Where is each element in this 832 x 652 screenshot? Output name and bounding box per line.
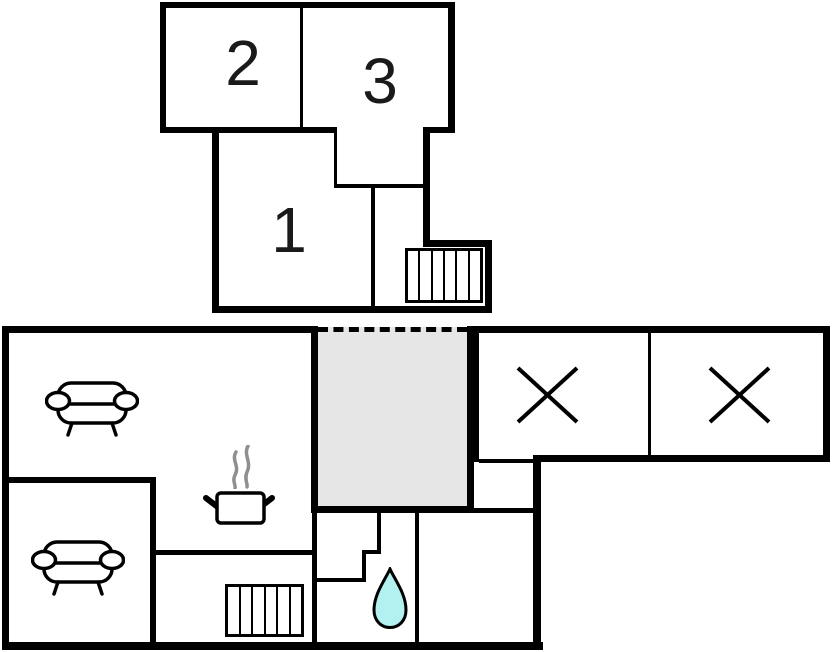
wall <box>479 459 539 463</box>
wall <box>535 455 830 462</box>
wall <box>2 326 9 650</box>
wall <box>312 513 317 643</box>
wall <box>156 550 316 555</box>
wall <box>377 510 381 554</box>
wall <box>9 477 156 483</box>
wall <box>474 508 535 513</box>
room-label-2: 2 <box>225 27 261 99</box>
sofa-icon <box>31 540 125 596</box>
sofa-icon <box>45 381 139 437</box>
wall <box>311 326 318 513</box>
wall <box>823 326 830 462</box>
wall <box>485 240 492 313</box>
wall <box>448 2 455 133</box>
steam-icon <box>232 445 251 489</box>
cross-icon <box>516 366 579 424</box>
staircase-icon <box>405 248 483 303</box>
wall <box>212 306 492 313</box>
staircase-icon <box>225 584 304 637</box>
wall <box>160 2 166 133</box>
wall <box>160 2 455 8</box>
room-label-1: 1 <box>271 194 307 266</box>
wall <box>2 642 543 650</box>
wall <box>415 513 419 643</box>
wall <box>362 550 366 582</box>
wall <box>334 184 428 188</box>
wall <box>160 127 337 133</box>
wall <box>311 506 474 513</box>
wall <box>472 326 830 333</box>
room-label-3: 3 <box>362 45 398 117</box>
wall <box>2 326 318 333</box>
wall <box>423 240 492 247</box>
cross-icon <box>708 366 771 424</box>
wall <box>334 130 337 187</box>
wall <box>150 477 156 643</box>
wall <box>533 455 541 650</box>
wall <box>212 127 219 313</box>
wall <box>371 187 375 307</box>
wall <box>362 550 381 554</box>
wall <box>300 6 303 130</box>
wall <box>423 127 455 133</box>
cooking-pot-icon <box>203 491 275 525</box>
wall <box>648 333 651 459</box>
water-drop-icon <box>372 567 408 630</box>
stairwell-area <box>318 327 467 507</box>
wall <box>316 578 366 582</box>
wall <box>467 326 474 513</box>
wall <box>472 326 479 462</box>
